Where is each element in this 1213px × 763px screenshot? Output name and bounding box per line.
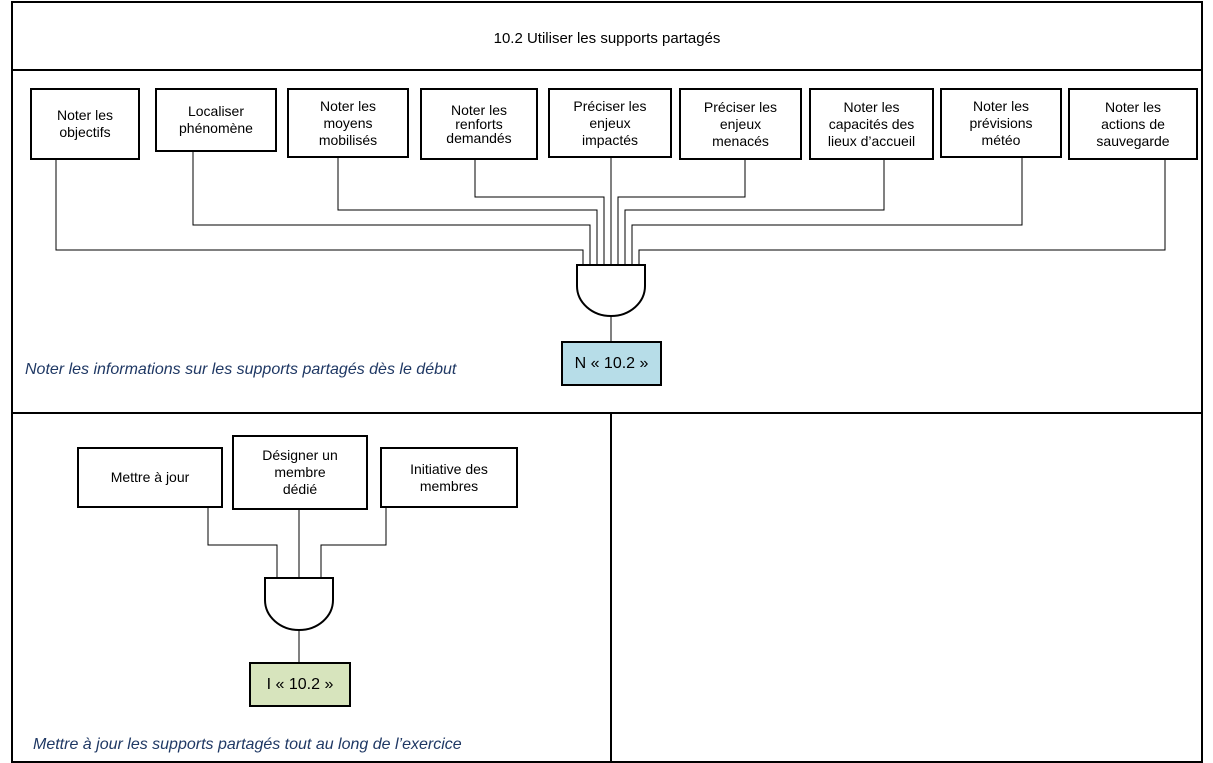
frame (11, 1, 1203, 763)
result-box-n: N « 10.2 » (561, 341, 662, 386)
box-noter-objectifs: Noter les objectifs (30, 88, 140, 160)
box-preciser-enjeux-menaces: Préciser les enjeux menacés (679, 88, 802, 160)
box-noter-actions: Noter les actions de sauvegarde (1068, 88, 1198, 160)
box-initiative-membres: Initiative des membres (380, 447, 518, 508)
top-connectors (55, 152, 1166, 341)
box-noter-previsions: Noter les prévisions météo (940, 88, 1062, 158)
box-designer-membre: Désigner un membre dédié (232, 435, 368, 510)
box-preciser-enjeux-impactes: Préciser les enjeux impactés (548, 88, 672, 158)
box-mettre-a-jour: Mettre à jour (77, 447, 223, 508)
caption-top: Noter les informations sur les supports … (25, 361, 457, 378)
box-localiser-phenomene: Localiser phénomène (155, 88, 277, 152)
diagram-title: 10.2 Utiliser les supports partagés (493, 30, 721, 47)
box-noter-renforts: Noter les renforts demandés (420, 88, 538, 160)
and-gate-bottom (264, 577, 334, 631)
box-noter-capacites: Noter les capacités des lieux d’accueil (809, 88, 934, 160)
and-gate-top (576, 264, 646, 317)
result-box-i: I « 10.2 » (249, 662, 351, 707)
bottom-connectors (207, 508, 387, 662)
caption-bottom: Mettre à jour les supports partagés tout… (33, 736, 462, 753)
box-noter-moyens: Noter les moyens mobilisés (287, 88, 409, 158)
